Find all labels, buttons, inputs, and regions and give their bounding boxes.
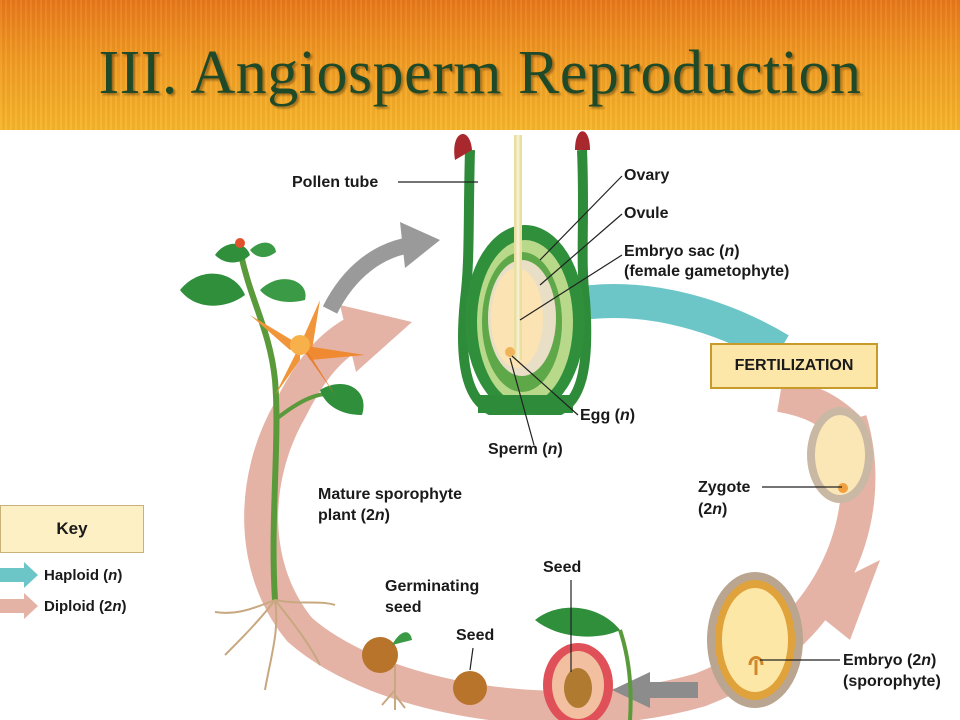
- slide-title: III. Angiosperm Reproduction: [98, 39, 862, 107]
- haploid-arrow: [566, 284, 789, 365]
- haploid-swatch: [0, 562, 38, 588]
- lily-flower: [250, 300, 365, 395]
- key-haploid: Haploid (n): [44, 566, 123, 584]
- label-embryo: Embryo (2n): [843, 652, 937, 669]
- label-zygote-ploidy: (2n): [698, 501, 728, 518]
- label-germinating-seed: seed: [385, 599, 422, 616]
- diploid-arrowhead-right: [800, 560, 880, 640]
- mature-plant: [180, 238, 365, 691]
- roots: [214, 599, 336, 691]
- fertilization-box: FERTILIZATION: [710, 343, 878, 389]
- zygote-figure: [807, 407, 873, 503]
- label-zygote: Zygote: [698, 479, 751, 496]
- diploid-arrowhead-top: [340, 305, 412, 372]
- label-embryo-sac: Embryo sac (n): [624, 243, 740, 260]
- key-diploid: Diploid (2n): [44, 597, 127, 615]
- label-female-gametophyte: (female gametophyte): [624, 263, 790, 280]
- pistil-ovary: [454, 131, 592, 415]
- label-mature-ploidy: plant (2n): [318, 507, 390, 524]
- fruit-figure: [535, 607, 633, 720]
- label-sporophyte: (sporophyte): [843, 673, 941, 690]
- title-banner: [0, 0, 960, 130]
- label-germinating: Germinating: [385, 578, 480, 595]
- label-ovule: Ovule: [624, 205, 669, 222]
- pollination-arrow: [322, 237, 412, 314]
- label-mature-sporophyte: Mature sporophyte: [318, 486, 463, 503]
- germinating-seed-figure: [362, 632, 412, 710]
- label-seed-small: Seed: [456, 627, 495, 644]
- seed-figure: [453, 671, 487, 705]
- label-egg: Egg (n): [580, 407, 636, 424]
- label-sperm: Sperm (n): [488, 441, 563, 458]
- diploid-swatch: [0, 593, 38, 619]
- label-pollen-tube: Pollen tube: [292, 174, 379, 191]
- embryo-figure: [707, 572, 803, 708]
- key-box: Key: [0, 505, 144, 553]
- label-ovary: Ovary: [624, 167, 670, 184]
- leader-lines: [398, 175, 842, 672]
- label-seed-top: Seed: [543, 559, 582, 576]
